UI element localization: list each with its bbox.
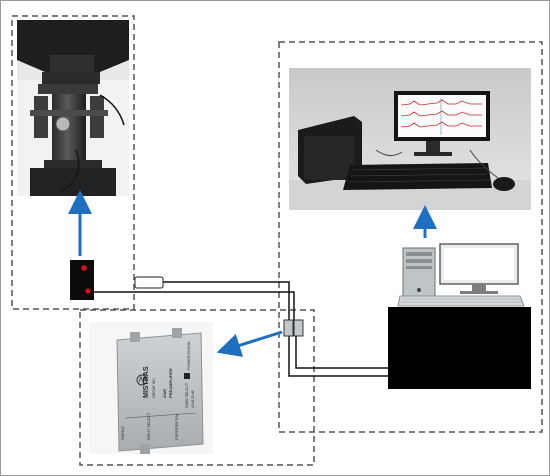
pc-icon <box>397 243 525 307</box>
label-gain-select: GAIN SELECT <box>185 382 189 408</box>
arrow-connector-to-preamplifier <box>216 330 283 357</box>
sensor-connector <box>134 276 164 289</box>
acquisition-unit-box <box>388 307 531 389</box>
acquisition-system-group-border <box>278 41 543 433</box>
label-brand: MISTRAS <box>143 366 150 398</box>
bnc-connector <box>283 319 304 337</box>
preamplifier-group-border <box>79 309 315 466</box>
label-single: SINGLE <box>121 426 125 440</box>
label-product: PREAMPLIFIER <box>168 368 173 398</box>
signal-cables <box>92 281 388 377</box>
label-gain-values: 40 dB 20 dB <box>191 390 195 408</box>
preamplifier-photo <box>89 322 213 454</box>
computer-photo <box>289 68 531 210</box>
label-input-select: INPUT SELECT <box>147 412 151 440</box>
testing-machine-photo <box>17 20 129 196</box>
label-subbrand: GROUP INC. <box>152 377 156 398</box>
label-differential: DIFFERENTIAL <box>175 413 179 440</box>
testing-machine-group-border <box>11 15 135 310</box>
label-power: POWER/SIGNAL <box>187 341 191 370</box>
acoustic-emission-sensor <box>70 260 94 300</box>
label-model: 2/4/6 <box>162 388 167 398</box>
